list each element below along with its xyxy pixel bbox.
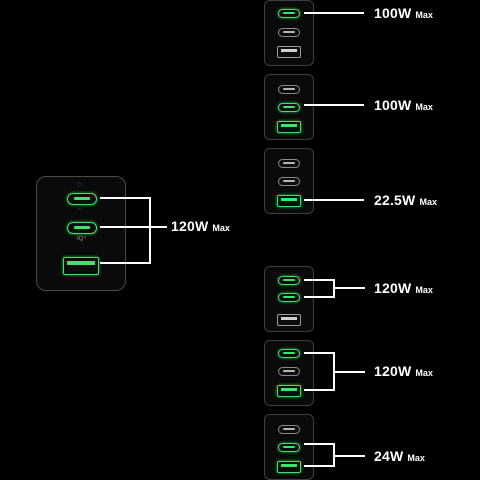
connector-line [304,352,334,354]
connector-line [150,226,167,228]
connector-line [100,197,150,199]
connector-line [334,371,365,373]
main-max: Max [212,223,230,233]
connector-line [304,199,364,201]
config-4-max: Max [415,285,433,295]
connector-line [100,226,150,228]
connector-line [304,104,364,106]
usb-c1-port [278,85,300,94]
usb-c1-port [278,159,300,168]
usb-c1-port-active [67,193,97,205]
usb-a-port [277,46,301,58]
usb-c2-port-active [278,103,300,112]
connector-line [304,465,334,467]
iq-label: ·IQ⁴ [75,236,87,242]
usb-c2-port [278,367,300,376]
usb-c2-port-active [67,222,97,234]
config-1-watt: 100W [374,5,412,21]
usb-c1-port [278,425,300,434]
usb-c2-port [278,177,300,186]
usb-c2-port [278,28,300,37]
connector-line [304,279,334,281]
config-6-max: Max [407,453,425,463]
charger-config-4 [264,266,314,332]
usb-a-port [277,314,301,326]
usb-c1-port-active [278,9,300,18]
connector-line [149,197,151,264]
config-5-watt: 120W [374,363,412,379]
config-3-max: Max [419,197,437,207]
main-watt: 120W [171,218,209,234]
connector-line [304,296,334,298]
usb-c1-port-active [278,349,300,358]
connector-line [334,287,365,289]
config-6-watt: 24W [374,448,404,464]
connector-line [334,455,365,457]
config-3-watt: 22.5W [374,192,416,208]
charger-config-6 [264,414,314,480]
usb-a-port-active [277,385,301,397]
config-1-max: Max [415,10,433,20]
usb-a-port-active [277,195,301,207]
usb-c2-port-active [278,293,300,302]
port-marker: ⌒ [77,209,83,215]
config-4-watt: 120W [374,280,412,296]
charger-config-5 [264,340,314,406]
usb-a-port-active [277,461,301,473]
connector-line [304,443,334,445]
usb-a-port-active [277,121,301,133]
usb-c1-port-active [278,276,300,285]
connector-line [304,389,334,391]
charger-config-1 [264,0,314,66]
config-5-max: Max [415,368,433,378]
main-charger: ▢ ⌒ ·IQ⁴ [36,176,126,291]
usb-c2-port-active [278,443,300,452]
connector-line [304,12,364,14]
port-marker: ▢ [77,182,82,188]
usb-a-port-active [63,257,99,275]
config-2-max: Max [415,102,433,112]
config-2-watt: 100W [374,97,412,113]
connector-line [100,262,150,264]
charger-config-2 [264,74,314,140]
charger-config-3 [264,148,314,214]
